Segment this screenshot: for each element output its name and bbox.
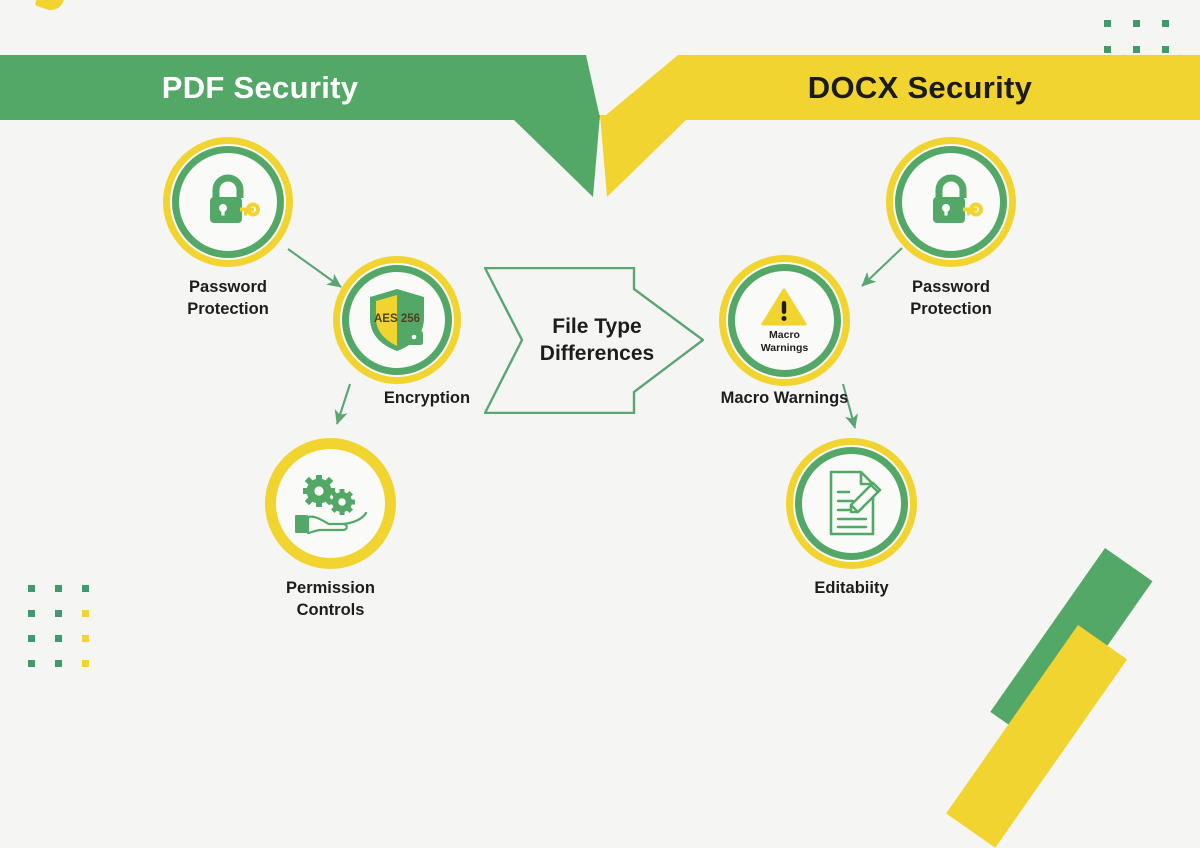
padlock-with-key-icon <box>933 174 983 223</box>
node-ring <box>886 137 1016 267</box>
node-label: Editabiity <box>814 579 889 597</box>
node-ring: Macro Warnings <box>719 255 850 386</box>
macro-icon-stack: Macro Warnings <box>761 287 808 354</box>
center-file-type-arrow: File Type Differences <box>484 267 704 414</box>
node-docx-editability[interactable]: Editabiity <box>786 438 917 597</box>
node-ring <box>265 438 396 569</box>
node-docx-macro-warnings[interactable]: Macro Warnings Macro Warnings <box>719 255 850 407</box>
node-pdf-encryption[interactable]: AES 256 Encryption <box>333 256 470 407</box>
node-pdf-password-protection[interactable]: Password Protection <box>163 137 293 318</box>
hand-holding-gears-icon <box>294 474 367 534</box>
banner-pdf-shape <box>0 55 600 197</box>
decorative-dot-grid-bottom-left <box>28 585 109 685</box>
node-label: Permission Controls <box>286 579 375 619</box>
node-label: Macro Warnings <box>720 389 849 407</box>
node-pdf-permission-controls[interactable]: Permission Controls <box>265 438 396 619</box>
banner-docx-shape <box>600 55 1200 197</box>
warning-triangle-icon <box>761 288 807 326</box>
node-docx-password-protection[interactable]: Password Protection <box>886 137 1016 318</box>
padlock-with-key-icon <box>210 174 260 223</box>
document-pencil-icon <box>829 470 881 535</box>
banner-docx-security: DOCX Security <box>600 55 1200 197</box>
center-arrow-shape <box>484 267 704 414</box>
center-arrow-label: File Type Differences <box>539 314 655 365</box>
macro-inner-caption: Macro Warnings <box>760 328 809 354</box>
node-label: Password Protection <box>910 278 992 318</box>
banner-docx-title: DOCX Security <box>807 70 1033 105</box>
decorative-blob-top-left <box>34 0 68 14</box>
node-ring: AES 256 <box>333 256 461 384</box>
node-ring <box>163 137 293 267</box>
banner-pdf-title: PDF Security <box>161 70 359 105</box>
shield-badge-text: AES 256 <box>374 313 420 325</box>
node-label: Encryption <box>383 389 471 407</box>
shield-lock-icon: AES 256 <box>370 289 424 351</box>
banner-pdf-security: PDF Security <box>0 55 600 197</box>
node-label: Password Protection <box>187 278 269 318</box>
node-ring <box>786 438 917 569</box>
